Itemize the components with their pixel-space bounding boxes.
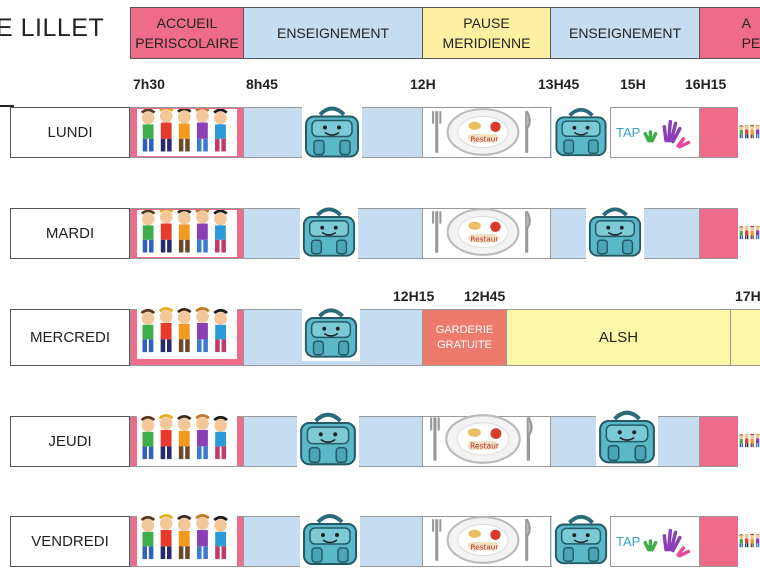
header-enseignement-label: ENSEIGNEMENT bbox=[276, 25, 389, 41]
schoolbag-icon bbox=[297, 410, 359, 468]
header-accueil-line1: ACCUEIL bbox=[156, 15, 218, 31]
day-jeudi: JEUDI bbox=[10, 416, 130, 467]
time-12h: 12H bbox=[410, 76, 436, 92]
schoolbag-icon bbox=[302, 305, 360, 361]
header-pause-line2: MERIDIENNE bbox=[442, 35, 531, 51]
children-group-icon bbox=[137, 514, 237, 566]
schoolbag-icon bbox=[552, 106, 610, 158]
time-12h15: 12H15 bbox=[393, 288, 435, 304]
header-enseignement2-label: ENSEIGNEMENT bbox=[568, 25, 681, 41]
time-7h30: 7h30 bbox=[133, 76, 165, 92]
schoolbag-icon bbox=[596, 408, 658, 466]
time-12h45: 12H45 bbox=[464, 288, 506, 304]
lunch-plate-icon bbox=[428, 412, 538, 466]
time-17h: 17H bbox=[735, 288, 760, 304]
day-label: VENDREDI bbox=[31, 533, 109, 550]
garderie-line2: GRATUITE bbox=[437, 338, 492, 351]
row-divider bbox=[0, 105, 14, 107]
header-accueil2-line2: PER bbox=[741, 35, 760, 51]
lunch-plate-icon bbox=[428, 514, 538, 566]
schoolbag-icon bbox=[552, 512, 610, 567]
children-group-icon bbox=[137, 109, 237, 156]
vendredi-accueil2-cell bbox=[699, 516, 739, 567]
time-16h15: 16H15 bbox=[685, 76, 727, 92]
header-pause-line1: PAUSE bbox=[463, 15, 510, 31]
painted-hands-icon bbox=[640, 521, 692, 561]
header-enseignement-morning: ENSEIGNEMENT bbox=[243, 7, 423, 59]
tap-activity: TAP bbox=[616, 108, 696, 156]
children-group-icon bbox=[137, 307, 237, 359]
lunch-plate-icon bbox=[428, 206, 538, 258]
children-group-icon bbox=[137, 210, 237, 257]
painted-hands-icon bbox=[640, 112, 692, 152]
header-accueil2-line1: A bbox=[741, 15, 751, 31]
tap-label: TAP bbox=[616, 124, 641, 140]
lundi-accueil2-cell bbox=[699, 107, 739, 158]
children-group-icon bbox=[738, 208, 760, 259]
mercredi-alsh-cell: ALSH bbox=[506, 309, 731, 366]
header-accueil-line2: PERISCOLAIRE bbox=[135, 35, 239, 51]
day-label: LUNDI bbox=[47, 124, 93, 141]
header-accueil-periscolaire: ACCUEIL PERISCOLAIRE bbox=[130, 7, 244, 59]
page-title: E LILLET bbox=[0, 14, 105, 42]
header-pause-meridienne: PAUSE MERIDIENNE bbox=[422, 7, 551, 59]
day-label: MARDI bbox=[45, 225, 95, 242]
time-13h45: 13H45 bbox=[538, 76, 580, 92]
children-group-icon bbox=[738, 416, 760, 467]
day-vendredi: VENDREDI bbox=[10, 516, 130, 567]
time-15h: 15H bbox=[620, 76, 646, 92]
children-group-icon bbox=[738, 516, 760, 567]
tap-activity: TAP bbox=[616, 517, 696, 565]
children-group-icon bbox=[137, 414, 237, 466]
children-group-icon bbox=[738, 107, 760, 158]
day-lundi: LUNDI bbox=[10, 107, 130, 158]
day-mercredi: MERCREDI bbox=[10, 309, 130, 366]
mercredi-garderie-cell: GARDERIE GRATUITE bbox=[422, 309, 507, 366]
day-mardi: MARDI bbox=[10, 208, 130, 259]
day-label: MERCREDI bbox=[29, 329, 110, 346]
lundi-tap-cell bbox=[610, 107, 700, 158]
header-accueil-periscolaire-evening: A PER bbox=[699, 7, 760, 59]
schoolbag-icon bbox=[300, 204, 358, 260]
schoolbag-icon bbox=[302, 104, 362, 160]
jeudi-accueil2-cell bbox=[699, 416, 739, 467]
mercredi-after-cell bbox=[730, 309, 760, 366]
time-8h45: 8h45 bbox=[246, 76, 278, 92]
schoolbag-icon bbox=[586, 204, 644, 260]
lunch-plate-icon bbox=[428, 106, 538, 158]
day-label: JEUDI bbox=[48, 433, 92, 450]
tap-label: TAP bbox=[616, 533, 641, 549]
schoolbag-icon bbox=[300, 512, 360, 567]
alsh-label: ALSH bbox=[598, 329, 639, 346]
header-enseignement-afternoon: ENSEIGNEMENT bbox=[550, 7, 700, 59]
mardi-accueil2-cell bbox=[699, 208, 739, 259]
garderie-line1: GARDERIE bbox=[435, 323, 494, 336]
